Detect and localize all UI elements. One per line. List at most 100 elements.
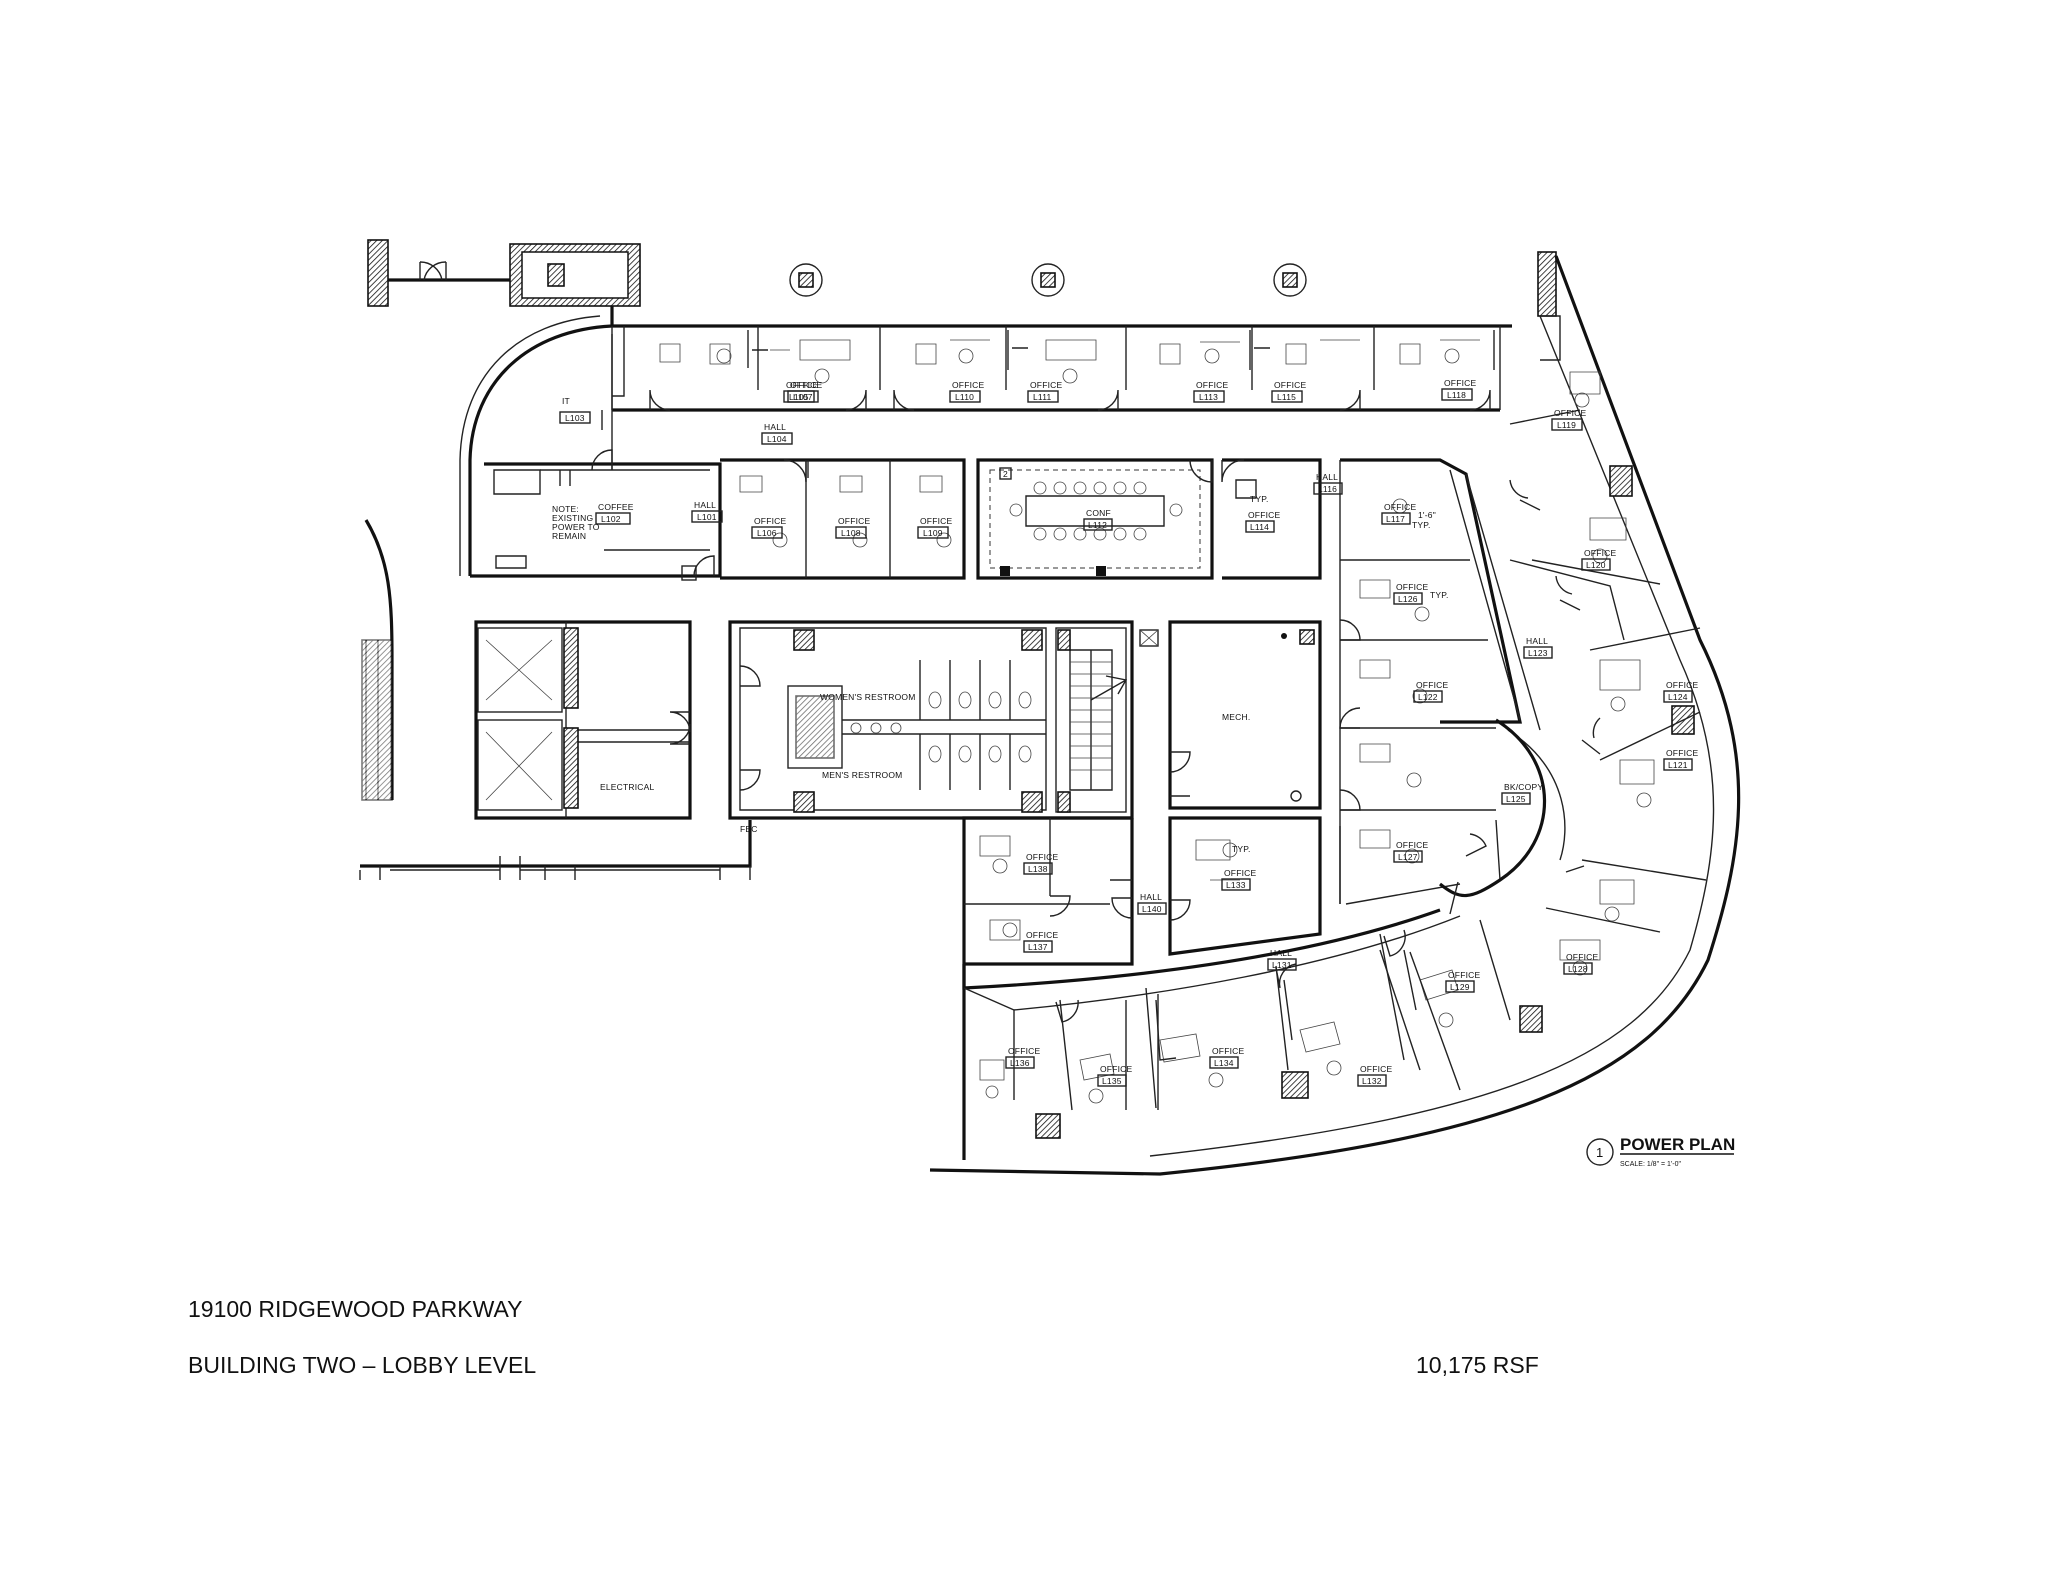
room-number: L107 — [793, 392, 813, 402]
room-name: HALL — [694, 500, 716, 510]
dimension-note: 1'-6" — [1418, 510, 1436, 520]
typ-note: TYP. — [1430, 590, 1449, 600]
room-tag: IT L103 — [559, 396, 591, 424]
room-number: L123 — [1528, 648, 1548, 658]
room-name: OFFICE — [1584, 548, 1616, 558]
typ-note: TYP. — [1412, 520, 1431, 530]
room-name: HALL — [1526, 636, 1548, 646]
room-number: L118 — [1447, 390, 1466, 400]
room-name: OFFICE — [920, 516, 952, 526]
room-tag: OFFICE L120 — [1581, 548, 1616, 571]
room-name: OFFICE — [1444, 378, 1476, 388]
room-tag: BK/COPY L125 — [1501, 782, 1543, 805]
room-number: L111 — [1033, 392, 1052, 402]
room-number: L106 — [757, 528, 777, 538]
room-name: OFFICE — [1100, 1064, 1132, 1074]
room-number: L120 — [1586, 560, 1606, 570]
room-number: L121 — [1668, 760, 1688, 770]
room-number: L104 — [767, 434, 787, 444]
room-tag: OFFICE L110 — [949, 380, 984, 403]
room-tag: OFFICE L117 — [1381, 502, 1416, 525]
room-tag: HALL L123 — [1523, 636, 1553, 659]
room-tag: OFFICE L106 — [751, 516, 786, 539]
room-name: OFFICE — [1448, 970, 1480, 980]
note-text: NOTE: — [552, 504, 579, 514]
room-number: L124 — [1668, 692, 1688, 702]
room-tag: OFFICE L122 — [1413, 680, 1448, 703]
electrical-label: ELECTRICAL — [600, 782, 655, 792]
room-number: L131 — [1272, 960, 1292, 970]
plan-number-bubble — [1586, 1138, 1614, 1166]
plan-number: 1 — [1596, 1145, 1603, 1160]
room-name: OFFICE — [1026, 852, 1058, 862]
right-wing — [1339, 315, 1707, 976]
womens-restroom-label: WOMEN'S RESTROOM — [820, 692, 916, 702]
room-name: OFFICE — [1554, 408, 1586, 418]
room-name: OFFICE — [1274, 380, 1306, 390]
plan-scale: SCALE: 1/8" = 1'-0" — [1620, 1161, 1681, 1168]
room-number: L134 — [1214, 1058, 1234, 1068]
room-labels: OFFICE L105 OFFICE L107 OFFICE L110 OFFI… — [552, 378, 1698, 1087]
room-tag: OFFICE L132 — [1357, 1064, 1392, 1087]
room-tag: HALL L104 — [761, 422, 793, 445]
room-name: OFFICE — [1026, 930, 1058, 940]
note-text: POWER TO — [552, 522, 600, 532]
room-number: L115 — [1277, 392, 1296, 402]
room-name: OFFICE — [790, 380, 822, 390]
address-caption: 19100 RIDGEWOOD PARKWAY — [188, 1296, 523, 1322]
room-tag: OFFICE L128 — [1563, 952, 1598, 975]
room-number: L125 — [1506, 794, 1526, 804]
building-caption: BUILDING TWO – LOBBY LEVEL — [188, 1352, 537, 1378]
room-tag: HALL L140 — [1137, 892, 1167, 915]
room-number: L117 — [1386, 514, 1405, 524]
room-tag: HALL L116 — [1313, 472, 1343, 495]
structural-columns — [789, 263, 1695, 1139]
conf-tag: 2 — [1003, 469, 1008, 479]
room-tag: OFFICE L111 — [1027, 380, 1062, 403]
room-number: L113 — [1199, 392, 1218, 402]
room-number: L140 — [1142, 904, 1162, 914]
room-name: OFFICE — [952, 380, 984, 390]
room-tag: OFFICE L121 — [1663, 748, 1698, 771]
room-tag: OFFICE L109 — [917, 516, 952, 539]
note-text: EXISTING — [552, 513, 593, 523]
room-number: L116 — [1318, 484, 1337, 494]
room-tag: OFFICE L134 — [1209, 1046, 1244, 1069]
top-office-row — [611, 326, 1501, 412]
room-tag: OFFICE L137 — [1023, 930, 1058, 953]
room-number: L105 — [789, 392, 809, 402]
room-number: L108 — [841, 528, 861, 538]
room-tag: OFFICE L119 — [1551, 408, 1586, 431]
plan-title-block: 1 POWER PLAN SCALE: 1/8" = 1'-0" — [1586, 1135, 1735, 1168]
room-number: L133 — [1226, 880, 1246, 890]
room-number: L127 — [1398, 852, 1418, 862]
room-number: L102 — [601, 514, 621, 524]
room-tag: OFFICE L114 — [1245, 510, 1280, 533]
room-name: OFFICE — [1248, 510, 1280, 520]
room-name: OFFICE — [838, 516, 870, 526]
typ-note: TYP. — [1232, 844, 1251, 854]
room-name: HALL — [1140, 892, 1162, 902]
note-text: REMAIN — [552, 531, 586, 541]
exterior-walls — [359, 239, 1741, 1176]
room-number: L101 — [697, 512, 717, 522]
room-tag: OFFICE L108 — [835, 516, 870, 539]
area-caption: 10,175 RSF — [1416, 1352, 1539, 1378]
room-name: BK/COPY — [1504, 782, 1543, 792]
room-name: HALL — [1316, 472, 1338, 482]
room-name: HALL — [1270, 948, 1292, 958]
room-number: L132 — [1362, 1076, 1382, 1086]
room-tag: OFFICE L113 — [1193, 380, 1228, 403]
typ-note: TYP. — [1250, 494, 1269, 504]
room-number: L109 — [923, 528, 943, 538]
room-number: L128 — [1568, 964, 1588, 974]
room-name: OFFICE — [754, 516, 786, 526]
room-tag: HALL L101 — [691, 500, 723, 523]
room-tag: OFFICE L136 — [1005, 1046, 1040, 1069]
room-name: OFFICE — [1566, 952, 1598, 962]
plan-title: POWER PLAN — [1620, 1135, 1735, 1154]
second-row — [470, 334, 1322, 581]
room-name: OFFICE — [1666, 680, 1698, 690]
room-number: L136 — [1010, 1058, 1030, 1068]
room-number: L126 — [1398, 594, 1418, 604]
